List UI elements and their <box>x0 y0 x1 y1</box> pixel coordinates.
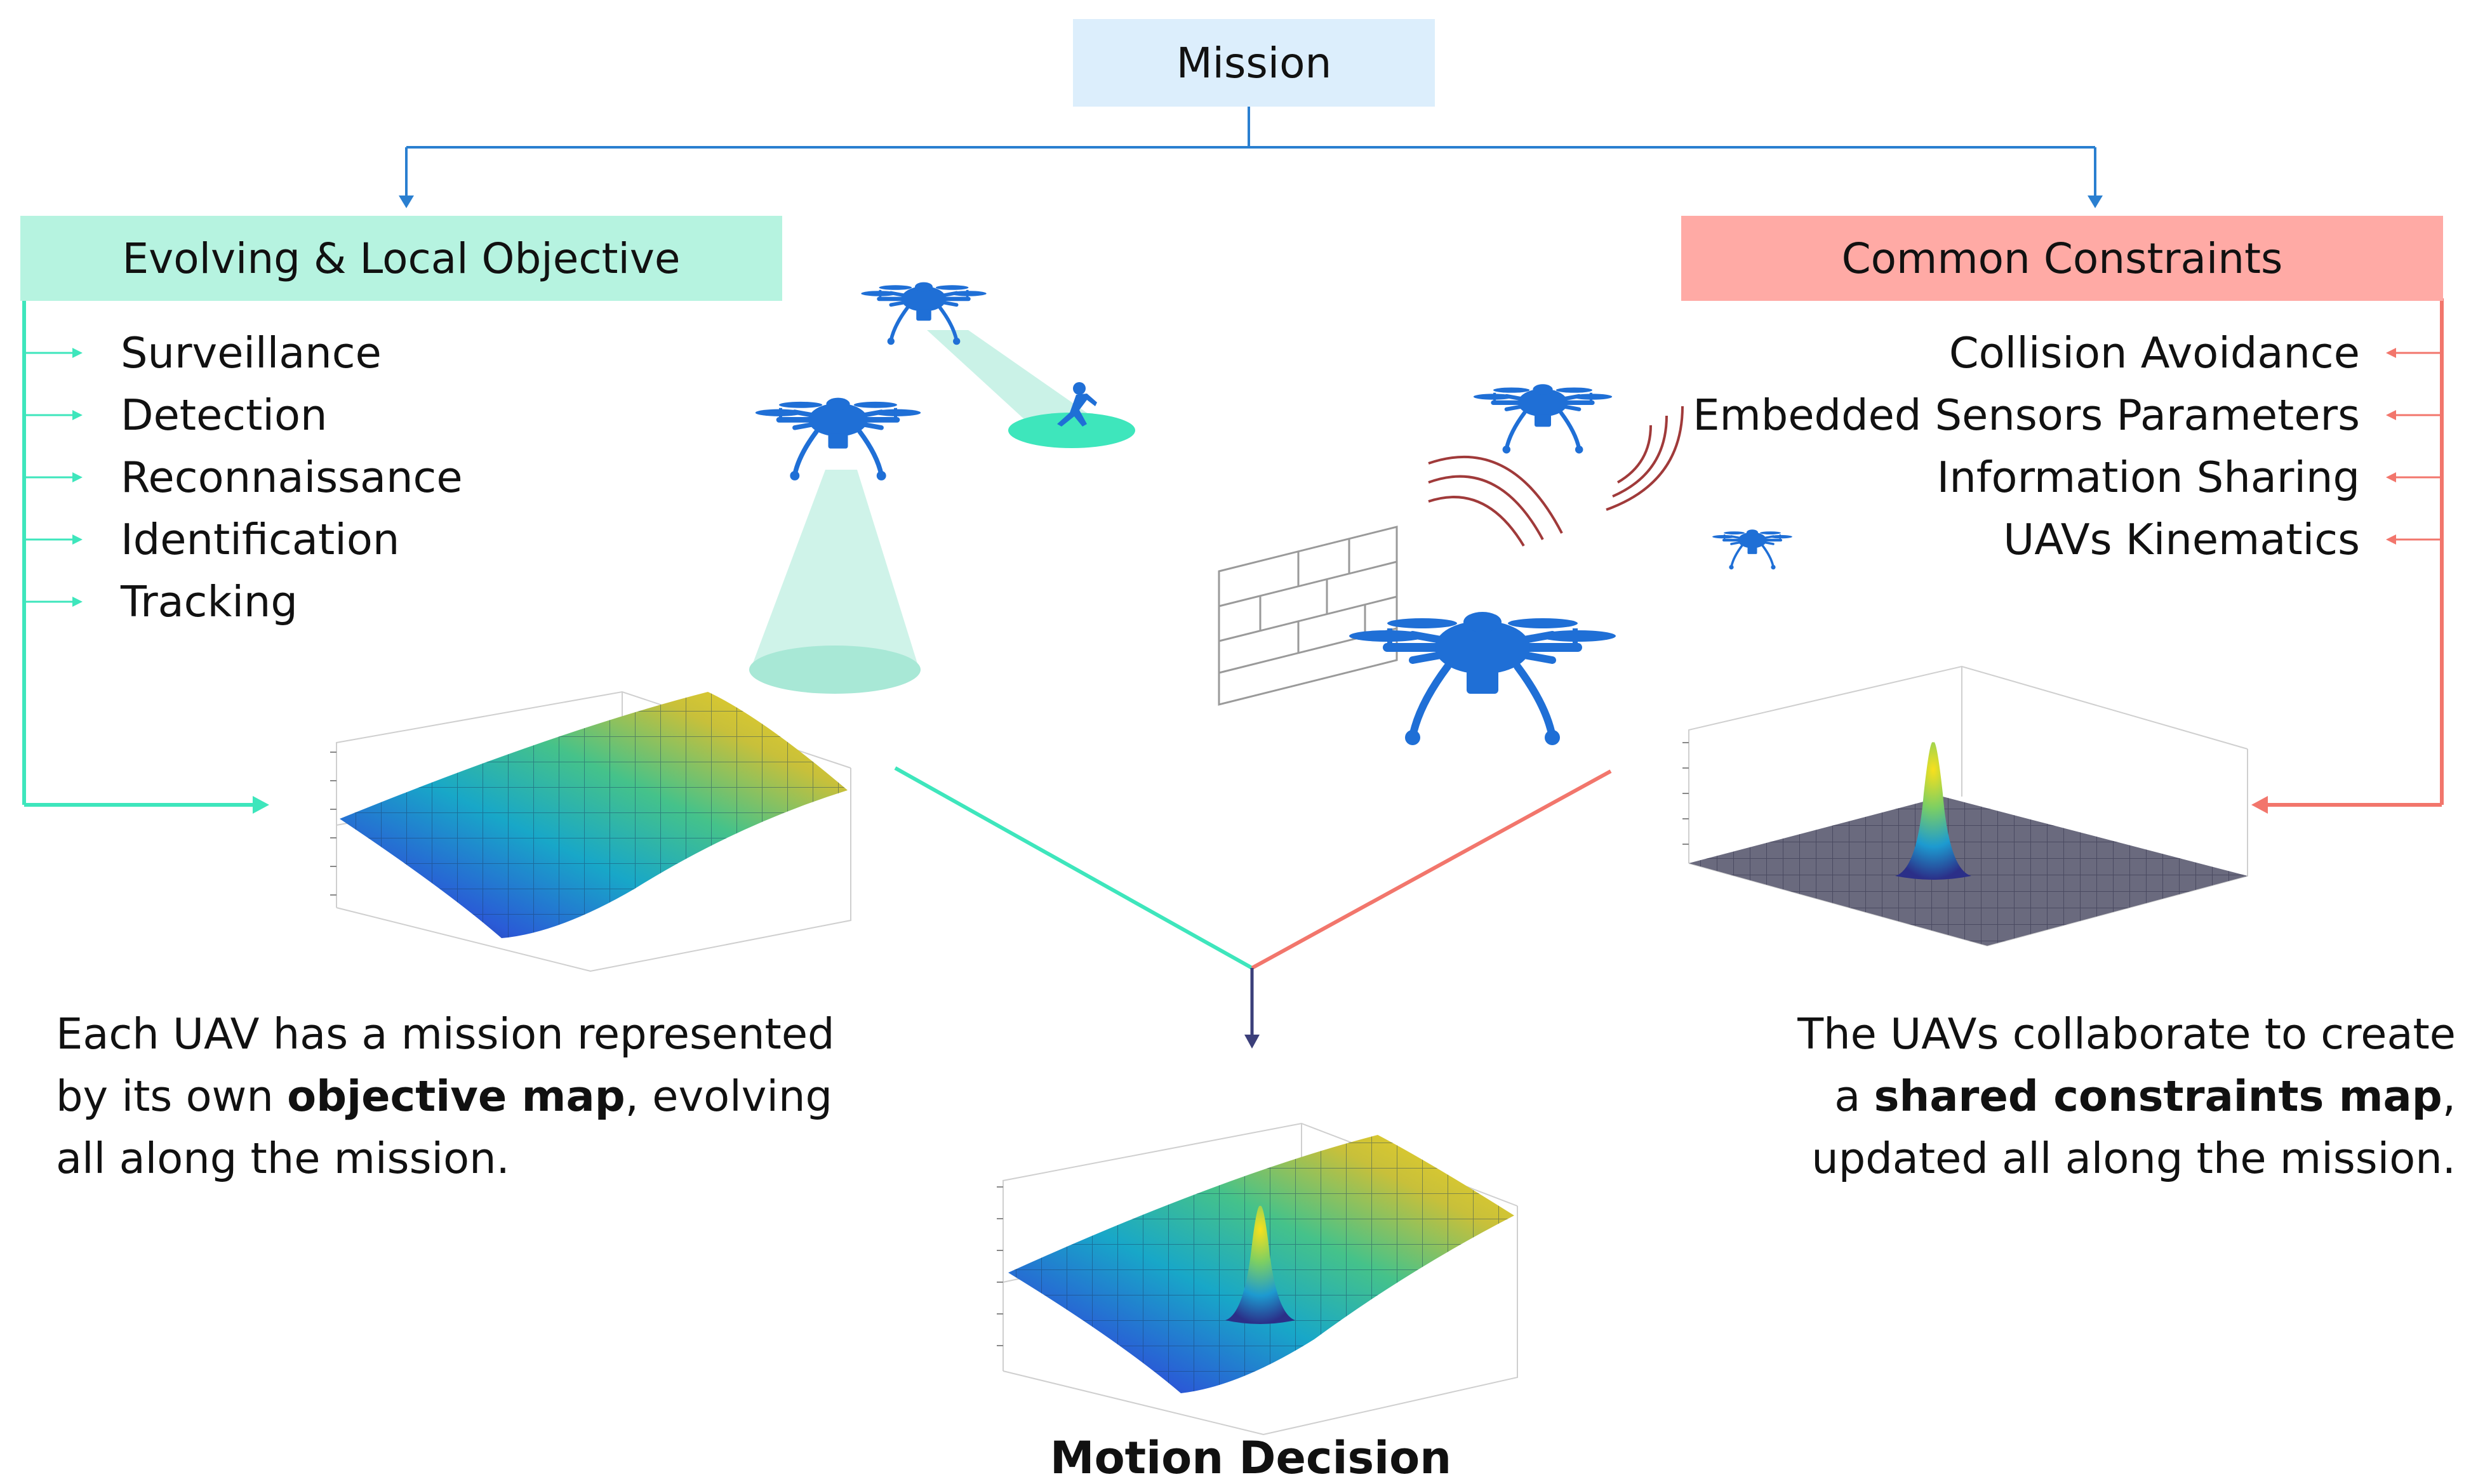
objective-item: Detection <box>121 390 328 440</box>
objective-header-label: Evolving & Local Objective <box>122 234 681 283</box>
constraint-item: Embedded Sensors Parameters <box>1693 390 2360 440</box>
constraints-map-plot <box>1682 665 2248 947</box>
right-bracket-arrows <box>2251 298 2444 814</box>
drone-icon <box>1349 612 1616 745</box>
constraints-caption-text: The UAVs collaborate to create a <box>1797 1009 2456 1121</box>
constraints-header-label: Common Constraints <box>1841 234 2283 283</box>
constraint-item: UAVs Kinematics <box>2003 515 2360 564</box>
mission-label: Mission <box>1176 38 1332 88</box>
objective-map-plot <box>330 691 851 972</box>
objective-caption: Each UAV has a mission represented by it… <box>56 1003 843 1189</box>
constraints-list: Collision Avoidance Embedded Sensors Par… <box>1693 322 2360 571</box>
objective-item: Tracking <box>121 577 298 626</box>
constraint-item: Information Sharing <box>1936 453 2360 502</box>
drone-icon <box>1474 384 1612 453</box>
signal-icon <box>1606 406 1684 511</box>
objective-caption-text-end: , evolving all along the mission. <box>56 1071 833 1183</box>
constraints-caption-text-end: , updated all along the mission. <box>1811 1071 2456 1183</box>
wall-icon <box>1218 526 1398 706</box>
left-bracket-arrows <box>22 298 269 814</box>
constraint-item: Collision Avoidance <box>1948 328 2360 378</box>
objective-caption-bold: objective map <box>287 1071 625 1121</box>
motion-decision-label: Motion Decision <box>1049 1432 1452 1484</box>
objective-item: Reconnaissance <box>121 453 463 502</box>
objective-list: Surveillance Detection Reconnaissance Id… <box>121 322 463 633</box>
mission-connectors <box>399 107 2103 208</box>
signal-icon <box>1428 455 1563 547</box>
objective-header: Evolving & Local Objective <box>20 216 782 301</box>
constraints-caption: The UAVs collaborate to create a shared … <box>1783 1003 2456 1189</box>
objective-item: Identification <box>121 515 400 564</box>
constraints-caption-bold: shared constraints map <box>1874 1071 2442 1121</box>
objective-item: Surveillance <box>121 328 382 378</box>
mission-box: Mission <box>1073 19 1435 107</box>
drone-scene <box>749 282 1792 745</box>
motion-decision-plot <box>997 1122 1518 1436</box>
constraints-header: Common Constraints <box>1681 216 2443 301</box>
merge-lines <box>894 766 1612 1049</box>
drone-icon <box>756 398 921 480</box>
person-icon <box>1057 382 1097 427</box>
objective-caption-text: Each UAV has a mission represented by it… <box>56 1009 835 1121</box>
